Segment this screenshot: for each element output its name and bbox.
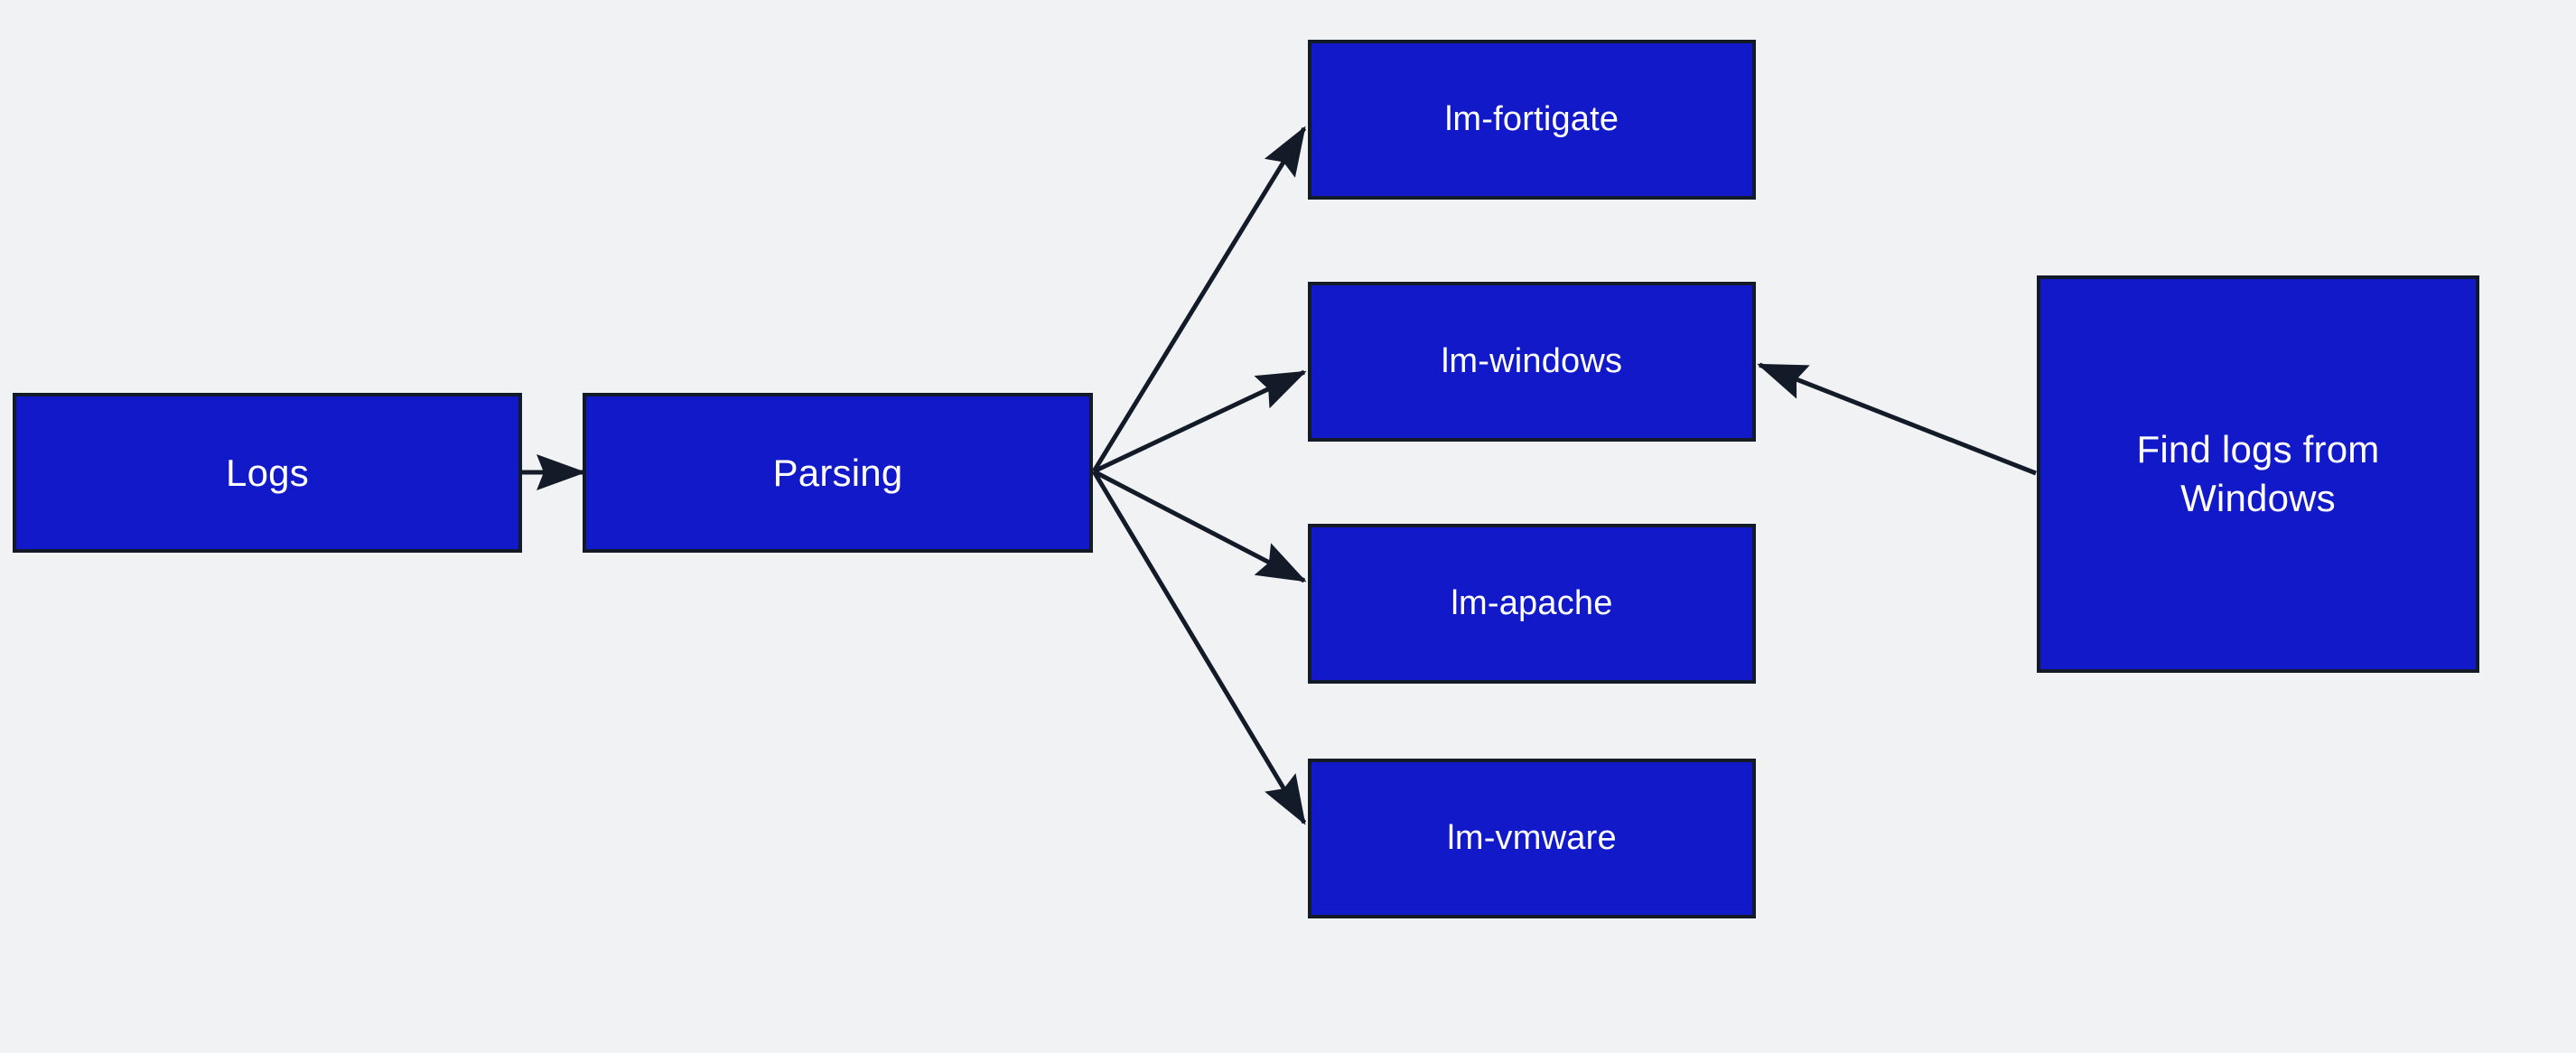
edge-find-logs-to-windows [1757,362,2037,476]
node-logs-label: Logs [226,451,309,494]
node-parsing[interactable]: Parsing [583,393,1093,553]
node-lm-apache[interactable]: lm-apache [1308,524,1756,684]
node-lm-fortigate[interactable]: lm-fortigate [1308,40,1756,200]
node-find-logs-from-windows-label: Find logs from Windows [2136,428,2380,519]
node-parsing-label: Parsing [772,451,903,494]
edge-parsing-to-windows [1092,369,1307,474]
node-find-logs-from-windows[interactable]: Find logs from Windows [2037,275,2479,673]
node-lm-windows-label: lm-windows [1441,342,1623,381]
edge-parsing-to-vmware [1091,470,1307,825]
node-lm-fortigate-label: lm-fortigate [1444,100,1619,139]
edge-parsing-to-fortigate [1091,126,1307,473]
node-lm-vmware-label: lm-vmware [1447,819,1617,858]
edge-parsing-to-apache [1092,469,1307,583]
node-logs[interactable]: Logs [13,393,522,553]
node-lm-windows[interactable]: lm-windows [1308,282,1756,442]
node-lm-vmware[interactable]: lm-vmware [1308,759,1756,918]
node-lm-apache-label: lm-apache [1451,584,1613,623]
